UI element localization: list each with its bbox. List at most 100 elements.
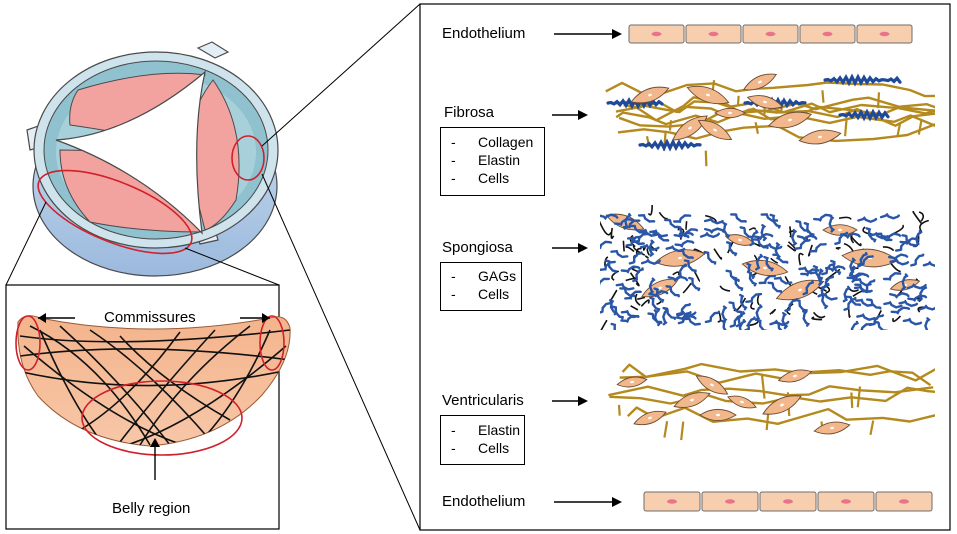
component-item: -Elastin (451, 422, 521, 438)
collagen-fiber (850, 392, 854, 409)
gag-chain (624, 290, 642, 300)
elastin-fiber (823, 73, 902, 87)
gag-chain (883, 300, 903, 309)
interstitial-cell (742, 73, 778, 91)
ventricularis-illustration (608, 362, 935, 441)
gag-chain (611, 305, 624, 320)
matrix-fiber (789, 226, 792, 238)
gag-chain (728, 301, 743, 315)
gag-chain (873, 320, 888, 330)
cell-nucleus (725, 499, 735, 504)
gag-chain (803, 222, 815, 238)
leaflet-fiber (19, 348, 291, 361)
gag-chain (620, 309, 640, 319)
gag-chain (613, 217, 634, 227)
gag-chain (868, 314, 885, 327)
ventricularis-label: Ventricularis (442, 392, 524, 409)
interstitial-cell (616, 376, 648, 388)
matrix-fiber (769, 308, 776, 315)
gag-chain (794, 298, 808, 313)
collagen-fiber (668, 120, 673, 131)
gag-chain (781, 312, 789, 330)
gag-chain (834, 231, 849, 245)
ventricularis-components-box: -Elastin -Cells (440, 415, 525, 465)
gag-chain (637, 214, 656, 223)
collagen-fiber (876, 92, 881, 109)
component-item: -Collagen (451, 134, 534, 150)
matrix-fiber (892, 315, 902, 323)
gag-chain (622, 219, 641, 229)
gag-chain (745, 292, 763, 303)
gag-chain (798, 266, 818, 275)
matrix-fiber (637, 296, 646, 301)
interstitial-cell (767, 111, 813, 129)
interstitial-cell (762, 395, 802, 415)
matrix-fiber (850, 235, 862, 247)
interstitial-cell (673, 392, 711, 408)
collagen-fiber (611, 96, 935, 114)
gag-chain (610, 249, 629, 259)
gag-chain (744, 316, 757, 330)
fibrosa-illustration (605, 73, 935, 167)
gag-chain (857, 216, 878, 223)
interstitial-cell (630, 86, 670, 104)
collagen-fiber (704, 150, 708, 167)
leaflet-fiber (129, 345, 287, 445)
gag-chain (830, 259, 842, 275)
gag-chain (739, 226, 754, 240)
gag-chain (600, 260, 616, 271)
gag-chain (809, 243, 827, 253)
gag-chain (865, 227, 877, 243)
gag-chain (600, 301, 612, 314)
matrix-fiber (625, 246, 635, 253)
gag-chain (677, 249, 694, 259)
gag-chain (665, 244, 686, 253)
gag-chain (857, 251, 868, 268)
interstitial-cell (654, 249, 706, 267)
gag-chain (673, 214, 692, 224)
matrix-fiber (835, 247, 841, 250)
gag-chain (703, 250, 717, 265)
matrix-fiber (912, 210, 923, 225)
cell-nucleus (841, 499, 851, 504)
gag-chain (649, 229, 668, 238)
gag-chain (874, 232, 893, 242)
gag-chain (674, 239, 695, 248)
leaflet-fiber (59, 325, 171, 446)
gag-chain (756, 318, 768, 330)
zoom-line (5, 201, 47, 286)
gag-chain (753, 238, 769, 250)
gag-chain (850, 320, 859, 330)
matrix-fiber (889, 262, 901, 273)
leaflet-illustration (15, 315, 291, 456)
aortic-valve-illustration (26, 41, 279, 277)
gag-chain (730, 213, 747, 223)
gag-chain (699, 231, 720, 239)
matrix-fiber (682, 282, 692, 294)
cell-nucleus (899, 499, 909, 504)
leaflet-fiber (21, 369, 289, 387)
matrix-fiber (600, 319, 608, 330)
matrix-fiber (825, 285, 831, 294)
gag-chain (767, 281, 783, 294)
gag-chain (610, 322, 617, 330)
gag-chain (861, 279, 876, 293)
matrix-fiber (733, 297, 747, 312)
gag-chain (856, 313, 876, 321)
matrix-fiber (811, 316, 823, 321)
gag-chain (794, 238, 811, 250)
matrix-fiber (848, 287, 860, 292)
gag-chain (773, 276, 793, 285)
gag-chain (922, 260, 935, 268)
gag-chain (648, 277, 656, 295)
matrix-fiber (838, 216, 852, 220)
collagen-fiber (608, 385, 934, 397)
matrix-fiber (632, 245, 646, 256)
leaflet-fiber (19, 329, 291, 343)
interstitial-cell (714, 107, 746, 119)
commissures-label: Commissures (104, 309, 196, 326)
gag-chain (753, 232, 774, 241)
spongiosa-illustration (600, 205, 935, 330)
interstitial-cell (699, 408, 737, 422)
gag-chain (688, 276, 701, 292)
